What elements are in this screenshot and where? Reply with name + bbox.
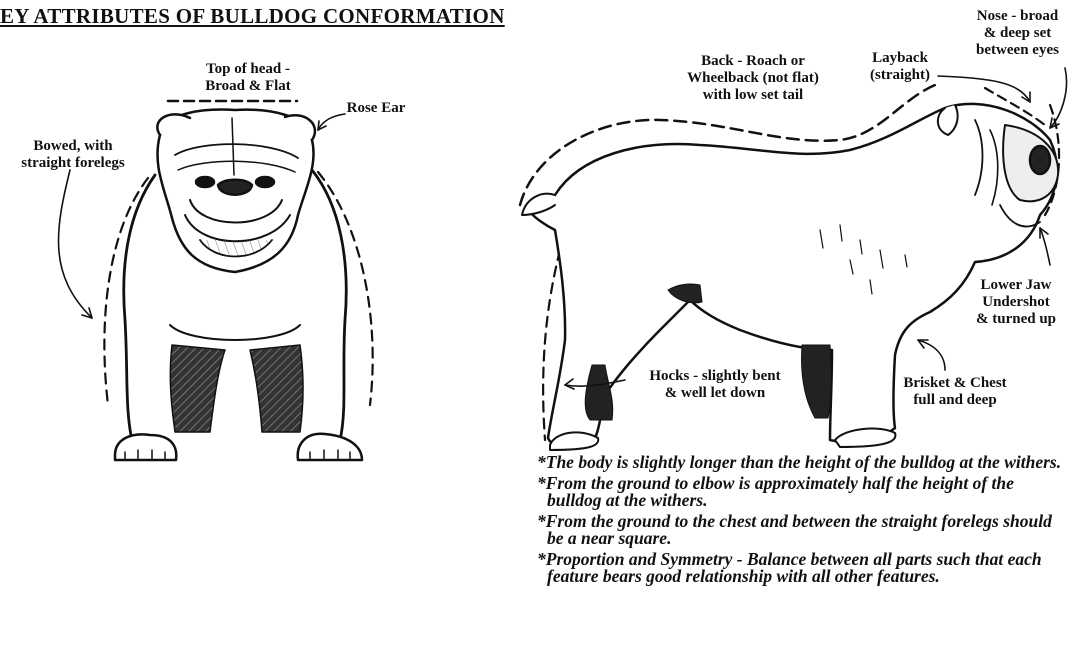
label-brisket-chest: Brisket & Chest full and deep	[885, 375, 1025, 409]
note-item: *From the ground to the chest and betwee…	[537, 513, 1067, 547]
label-rose-ear: Rose Ear	[336, 100, 416, 117]
front-right-leg	[250, 345, 303, 432]
label-layback: Layback (straight)	[855, 50, 945, 84]
front-left-leg	[170, 345, 225, 432]
label-lower-jaw: Lower Jaw Undershot & turned up	[960, 277, 1072, 328]
diagram-title: EY ATTRIBUTES OF BULLDOG CONFORMATION	[0, 4, 505, 29]
label-top-of-head: Top of head - Broad & Flat	[178, 61, 318, 95]
note-item: *Proportion and Symmetry - Balance betwe…	[537, 551, 1067, 585]
bowed-pointer	[59, 170, 92, 318]
notes-list: *The body is slightly longer than the he…	[537, 454, 1067, 589]
note-item: *From the ground to elbow is approximate…	[537, 475, 1067, 509]
label-back-roach: Back - Roach or Wheelback (not flat) wit…	[668, 53, 838, 104]
layback-pointer	[938, 76, 1030, 102]
label-nose: Nose - broad & deep set between eyes	[960, 8, 1075, 59]
label-hocks: Hocks - slightly bent & well let down	[620, 368, 810, 402]
front-right-paw	[298, 434, 362, 460]
front-left-paw	[115, 434, 176, 460]
note-item: *The body is slightly longer than the he…	[537, 454, 1067, 471]
label-bowed-forelegs: Bowed, with straight forelegs	[4, 138, 142, 172]
